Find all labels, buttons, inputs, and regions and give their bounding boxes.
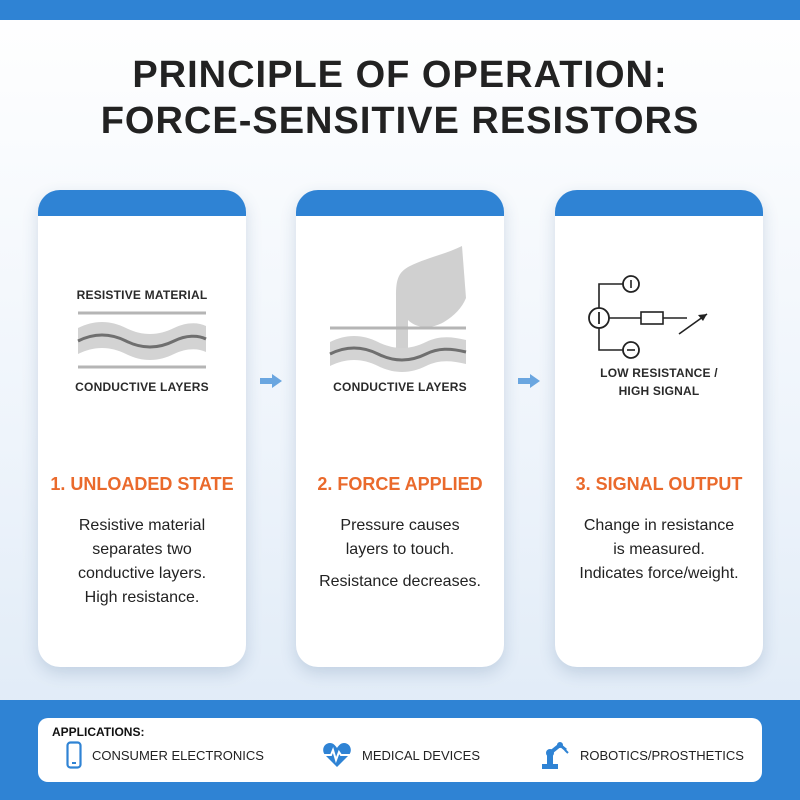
flow-arrow-icon [260, 374, 282, 388]
conductive-layers-label: CONDUCTIVE LAYERS [333, 380, 467, 394]
applications-panel: APPLICATIONS: CONSUMER ELECTRONICS MEDIC… [38, 718, 762, 782]
smartphone-icon [66, 741, 82, 769]
application-label: ROBOTICS/PROSTHETICS [580, 747, 744, 763]
top-accent-bar [0, 0, 800, 20]
description-line: separates two [92, 541, 192, 558]
robot-arm-icon [542, 742, 569, 769]
description-line: High resistance. [84, 589, 200, 606]
application-consumer-electronics: CONSUMER ELECTRONICS [66, 740, 264, 770]
application-robotics: ROBOTICS/PROSTHETICS [538, 740, 744, 770]
step-title: 3. SIGNAL OUTPUT [575, 474, 743, 494]
step-card-signal-output: LOW RESISTANCE / HIGH SIGNAL 3. SIGNAL O… [555, 190, 763, 667]
title-line-1: PRINCIPLE OF OPERATION: [132, 54, 668, 96]
description-line: Resistive material [78, 517, 206, 534]
application-label: MEDICAL DEVICES [362, 747, 480, 763]
description-line: layers to touch. [345, 541, 455, 558]
step-description: Change in resistance is measured. Indica… [565, 514, 753, 586]
application-medical-devices: MEDICAL DEVICES [322, 740, 480, 770]
description-line: Pressure causes [340, 517, 460, 534]
description-line: Change in resistance [583, 517, 735, 534]
application-label: CONSUMER ELECTRONICS [92, 747, 264, 763]
step-title: 1. UNLOADED STATE [50, 474, 234, 494]
step-description: Pressure causes layers to touch. [306, 514, 494, 562]
page-title: PRINCIPLE OF OPERATION: FORCE-SENSITIVE … [0, 52, 800, 144]
circuit-diagram-icon [588, 275, 708, 359]
flow-arrow-icon [518, 374, 540, 388]
applications-heading: APPLICATIONS: [52, 725, 145, 739]
signal-label-line: LOW RESISTANCE / [600, 366, 718, 380]
signal-label-line: HIGH SIGNAL [618, 384, 700, 398]
resistive-material-label: RESISTIVE MATERIAL [76, 288, 208, 302]
description-line: Indicates force/weight. [579, 565, 739, 582]
step-title: 2. FORCE APPLIED [317, 474, 483, 494]
title-line-2: FORCE-SENSITIVE RESISTORS [100, 100, 700, 142]
hand-pressing-icon [329, 246, 467, 372]
description-line: conductive layers. [77, 565, 207, 582]
step-description: Resistive material separates two conduct… [48, 514, 236, 610]
conductive-layers-label: CONDUCTIVE LAYERS [75, 380, 209, 394]
description-line: is measured. [613, 541, 705, 558]
step-card-unloaded: RESISTIVE MATERIAL CONDUCTIVE LAYERS 1. … [38, 190, 246, 667]
step-description-2: Resistance decreases. [319, 573, 481, 590]
step-card-force-applied: CONDUCTIVE LAYERS 2. FORCE APPLIED Press… [296, 190, 504, 667]
fsr-layers-unloaded-illustration [77, 311, 207, 369]
signal-label: LOW RESISTANCE / HIGH SIGNAL [555, 364, 763, 400]
heart-pulse-icon [323, 743, 351, 767]
